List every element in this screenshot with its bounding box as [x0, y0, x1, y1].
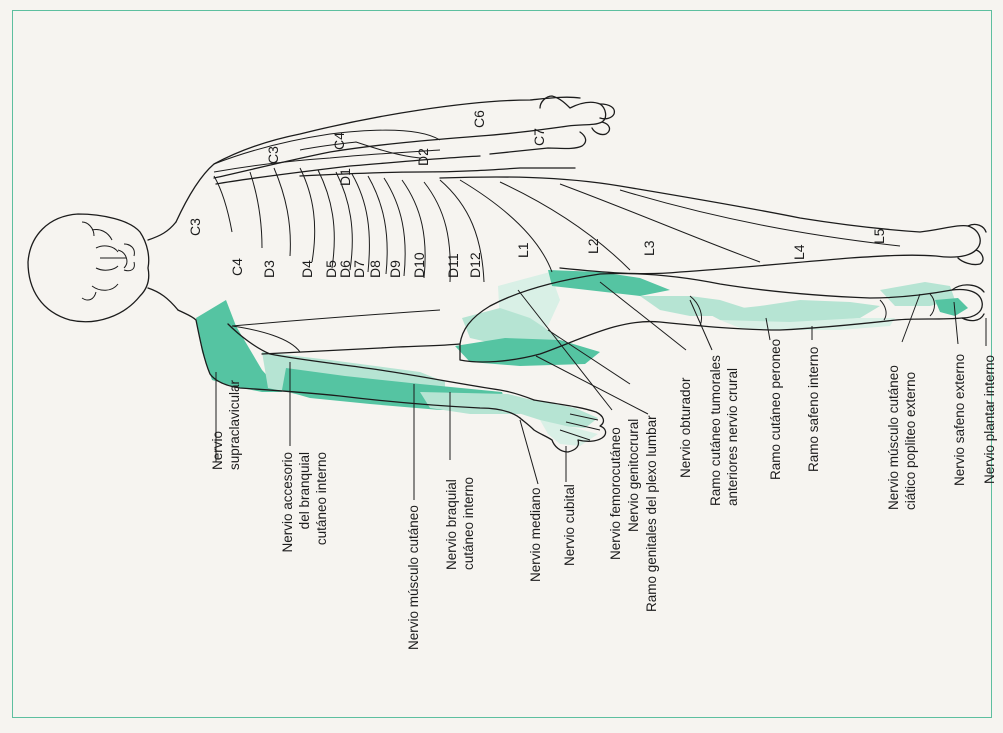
segment-label: D10 — [411, 252, 427, 278]
label-musculo-cutaneo: Nervio músculo cutáneo — [406, 505, 421, 650]
segment-label: L2 — [585, 238, 601, 254]
label-ciatico: Nervio músculo cutáneo ciático popliteo … — [886, 361, 918, 510]
face-features — [82, 222, 134, 300]
segment-label: L3 — [641, 240, 657, 256]
segment-label: C6 — [471, 110, 487, 128]
segment-label: L4 — [791, 244, 807, 260]
label-obturador: Nervio obturador — [678, 377, 693, 478]
segment-label: L1 — [515, 242, 531, 258]
left-foot-outline — [958, 224, 986, 264]
safeno-externo-territory — [935, 298, 968, 316]
label-genitocrural: Nervio genitocrural — [626, 419, 641, 532]
shaded-territories — [196, 270, 968, 446]
left-hand-outline — [490, 104, 614, 154]
segment-label: D7 — [351, 260, 367, 278]
label-plantar-interno: Nervio plantar interno — [982, 355, 997, 484]
segment-label: C3 — [265, 146, 281, 164]
label-mediano: Nervio mediano — [528, 487, 543, 582]
left-leg-outline — [440, 177, 980, 274]
label-safeno-externo: Nervio safeno externo — [952, 354, 967, 486]
segment-label: C7 — [531, 128, 547, 146]
neck-outline — [148, 222, 178, 310]
segment-label: D9 — [387, 260, 403, 278]
segment-label: C3 — [187, 218, 203, 236]
segment-label: C4 — [331, 132, 347, 150]
segment-label: D11 — [445, 253, 461, 278]
label-supraclavicular: Nervio supraclavicular — [210, 379, 242, 470]
head-outline — [28, 214, 149, 322]
segment-label: D8 — [367, 260, 383, 278]
label-safeno-interno: Ramo safeno interno — [806, 347, 821, 472]
segment-label: L5 — [871, 228, 887, 244]
label-braquial: Nervio braquial cutáneo interno — [444, 475, 476, 570]
right-flank-outline — [262, 344, 460, 354]
label-ramo-genitales: Ramo genitales del plexo lumbar — [644, 415, 659, 612]
segment-label: D2 — [415, 148, 431, 166]
torso-top-outline — [176, 97, 580, 222]
segment-label: D3 — [261, 260, 277, 278]
label-femorocutaneo: Nervio femorocutáneo — [608, 427, 623, 560]
label-tumorales: Ramo cutáneo tumorales anteriores nervio… — [708, 351, 740, 506]
segment-label: D12 — [467, 252, 483, 278]
midline — [232, 310, 440, 326]
label-peroneo: Ramo cutáneo peroneo — [768, 339, 783, 480]
label-cubital: Nervio cubital — [562, 484, 577, 566]
segment-label: C4 — [229, 258, 245, 276]
segment-label: D4 — [299, 260, 315, 278]
segment-label: D1 — [337, 168, 353, 186]
label-accesorio: Nervio accesorio del branquial cutáneo i… — [280, 448, 329, 552]
